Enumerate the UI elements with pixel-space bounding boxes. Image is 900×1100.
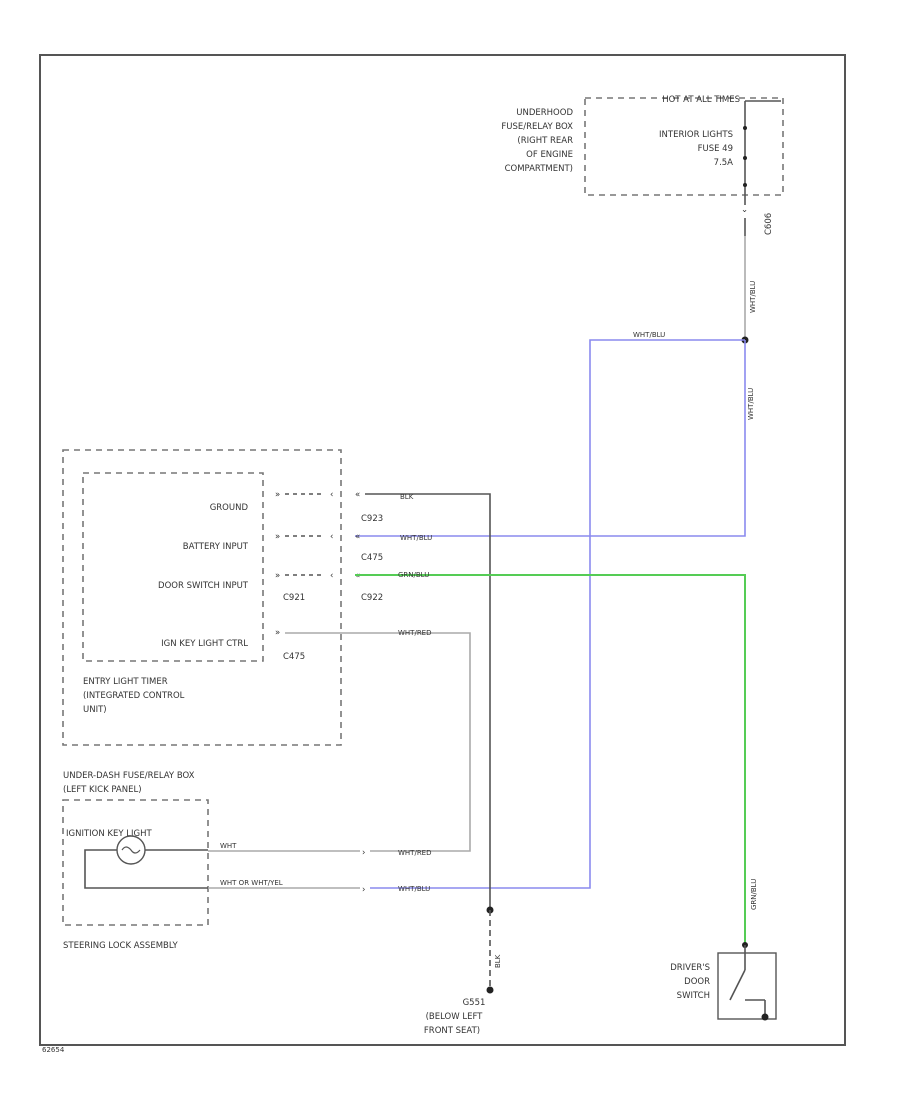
- svg-text:‹: ‹: [330, 532, 333, 542]
- diagram-frame: [39, 54, 846, 1046]
- door-switch-line-3: SWITCH: [677, 991, 710, 1001]
- ground-g551: [486, 906, 494, 994]
- connector-c475-label-b: C475: [283, 652, 305, 662]
- diagram-id: 62654: [42, 1046, 65, 1054]
- ground-g551-line-2: (BELOW LEFT: [426, 1012, 484, 1022]
- wire-label-wht-blu-top: WHT/BLU: [633, 331, 665, 339]
- underhood-fuse-box: [584, 97, 784, 196]
- connector-c475-label-a: C475: [361, 553, 383, 563]
- wire-grn-blu-door-switch: [355, 574, 746, 945]
- pin-ign-key-light-ctrl-label: IGN KEY LIGHT CTRL: [161, 639, 248, 649]
- wire-label-wht-blu-lower: WHT/BLU: [398, 885, 430, 893]
- svg-text:›: ›: [362, 885, 365, 895]
- timer-pin-stubs: » ‹ « » ‹ « » ‹ « »: [275, 490, 360, 638]
- wire-blk-ground: [365, 493, 491, 910]
- connector-c923-label: C923: [361, 514, 383, 524]
- connector-c921-label: C921: [283, 593, 305, 603]
- door-switch-symbol: [729, 942, 769, 1021]
- fuse-line-1: INTERIOR LIGHTS: [659, 130, 733, 140]
- hot-at-all-times-label: HOT AT ALL TIMES: [662, 95, 740, 105]
- pin-battery-input-label: BATTERY INPUT: [183, 542, 249, 552]
- wire-wht-blu-to-steering-lock: [370, 339, 745, 889]
- fuse-line-3: 7.5A: [714, 158, 734, 168]
- wire-label-wht-blu-vertical-2: WHT/BLU: [747, 388, 755, 420]
- svg-text:»: »: [275, 490, 280, 500]
- ignition-key-light-label: IGNITION KEY LIGHT: [66, 829, 152, 839]
- timer-label-line-3: UNIT): [83, 705, 107, 715]
- svg-text:»: »: [275, 532, 280, 542]
- wire-label-blk-vertical: BLK: [494, 954, 502, 968]
- svg-text:«: «: [355, 532, 360, 542]
- svg-text:›: ›: [362, 848, 365, 858]
- wire-label-grn-blu: GRN/BLU: [398, 571, 429, 579]
- wire-label-grn-blu-vertical: GRN/BLU: [750, 879, 758, 910]
- pin-door-switch-input-label: DOOR SWITCH INPUT: [158, 581, 249, 591]
- timer-label-line-1: ENTRY LIGHT TIMER: [83, 677, 168, 687]
- door-switch-line-2: DOOR: [684, 977, 710, 987]
- underdash-box-line-2: (LEFT KICK PANEL): [63, 785, 142, 795]
- underhood-line-1: UNDERHOOD: [516, 108, 573, 118]
- svg-text:«: «: [355, 490, 360, 500]
- underhood-line-5: COMPARTMENT): [505, 164, 573, 174]
- svg-text:»: »: [275, 571, 280, 581]
- wire-wht-blu-battery: [355, 340, 746, 537]
- svg-text:‹: ‹: [330, 571, 333, 581]
- wire-wht-red-ign-ctrl: [285, 632, 471, 852]
- wire-label-wht-red: WHT/RED: [398, 629, 432, 637]
- timer-label-line-2: (INTEGRATED CONTROL: [83, 691, 185, 701]
- steering-lock-assembly-label: STEERING LOCK ASSEMBLY: [63, 941, 178, 951]
- ignition-key-light-bulb: [84, 835, 208, 889]
- connector-c922-label: C922: [361, 593, 383, 603]
- drivers-door-switch-box: [717, 952, 777, 1020]
- underhood-fuse-box-label: UNDERHOOD FUSE/RELAY BOX (RIGHT REAR OF …: [501, 108, 573, 174]
- connector-c606: ⌄ C606: [741, 192, 774, 236]
- wire-label-wht-blu-vertical-1: WHT/BLU: [749, 281, 757, 313]
- svg-text:»: »: [275, 628, 280, 638]
- pin-ground-label: GROUND: [210, 503, 249, 513]
- svg-text:‹: ‹: [330, 490, 333, 500]
- underhood-line-4: OF ENGINE: [526, 150, 573, 160]
- entry-light-timer-box: [82, 472, 264, 662]
- c606-label: C606: [764, 213, 774, 235]
- wire-label-wht-or-wht-yel: WHT OR WHT/YEL: [220, 879, 283, 887]
- fuse-symbol: [743, 101, 747, 192]
- wire-label-wht-blu-battery: WHT/BLU: [400, 534, 432, 542]
- steering-lock-assembly-box: [62, 799, 209, 926]
- wire-label-wht: WHT: [220, 842, 237, 850]
- wire-label-wht-red-lower: WHT/RED: [398, 849, 432, 857]
- fuse-line-2: FUSE 49: [698, 144, 733, 154]
- ground-g551-line-3: FRONT SEAT): [424, 1026, 480, 1036]
- svg-text:⌄: ⌄: [741, 205, 748, 215]
- door-switch-line-1: DRIVER'S: [670, 963, 710, 973]
- underhood-line-3: (RIGHT REAR: [517, 136, 573, 146]
- underhood-line-2: FUSE/RELAY BOX: [501, 122, 573, 132]
- underdash-box-line-1: UNDER-DASH FUSE/RELAY BOX: [63, 771, 195, 781]
- ground-g551-line-1: G551: [463, 998, 486, 1008]
- wire-label-blk: BLK: [400, 493, 414, 501]
